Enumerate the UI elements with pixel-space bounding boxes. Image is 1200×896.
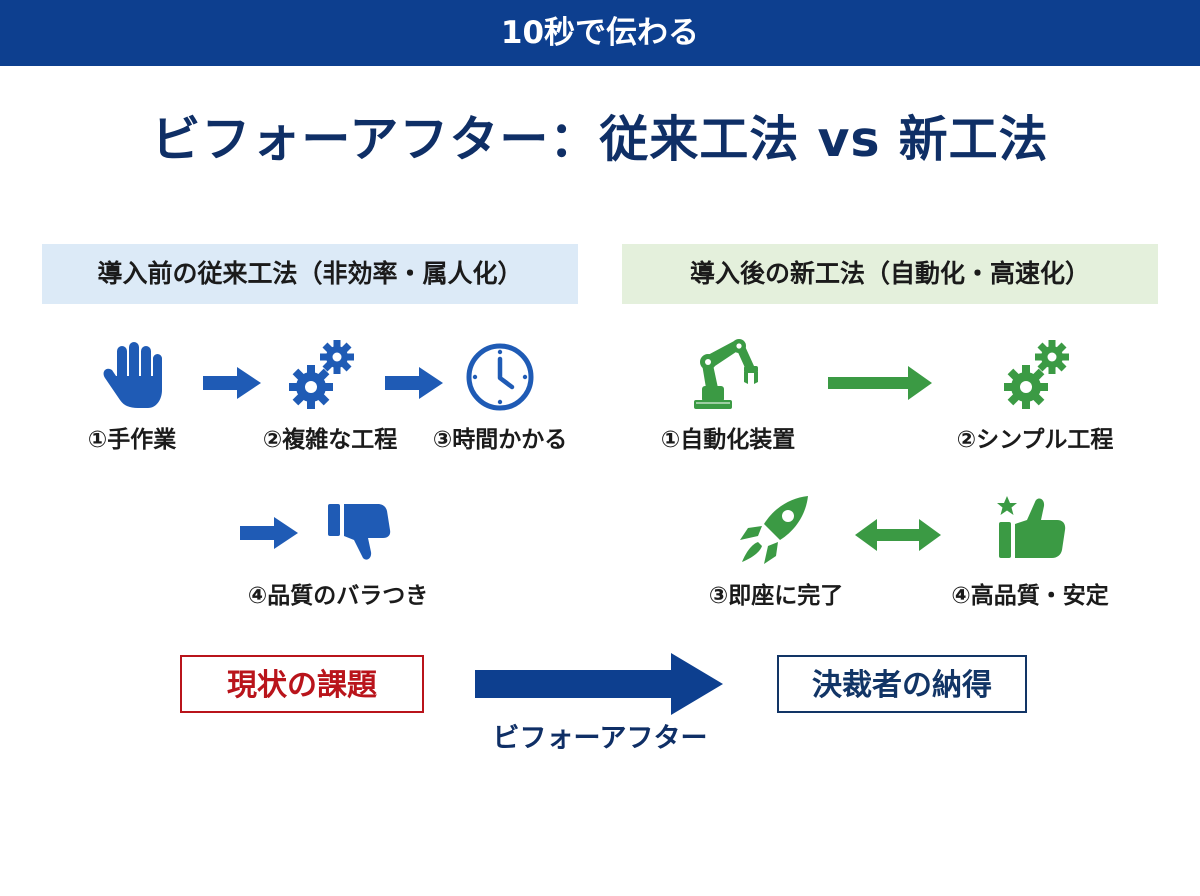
top-banner [0, 0, 1200, 66]
after-step-2-label: ②シンプル工程 [956, 427, 1114, 453]
arrow-right-icon [828, 366, 932, 400]
clock-icon [466, 343, 534, 411]
before-step-4-label: ④品質のバラつき [247, 583, 429, 609]
before-section-header: 導入前の従来工法（非効率・属人化） [42, 244, 578, 304]
thumbs-up-star-icon [997, 496, 1066, 558]
banner-text: 10秒で伝わる [500, 15, 700, 51]
arrow-right-icon [240, 517, 298, 549]
before-after-label: ビフォーアフター [492, 723, 708, 754]
after-section-header: 導入後の新工法（自動化・高速化） [622, 244, 1158, 304]
result-box: 決裁者の納得 [777, 655, 1027, 713]
page-title: ビフォーアフター：従来工法 vs 新工法 [151, 111, 1049, 168]
gears-icon [289, 340, 354, 409]
before-step-2-label: ②複雑な工程 [262, 427, 398, 453]
double-arrow-icon [855, 519, 941, 551]
after-step-3-label: ③即座に完了 [708, 583, 844, 609]
before-step-1-label: ①手作業 [87, 427, 177, 453]
big-arrow-right-icon [475, 653, 723, 715]
rocket-icon [740, 496, 808, 564]
problem-box: 現状の課題 [180, 655, 424, 713]
robot-arm-icon [694, 339, 758, 409]
gears-icon [1004, 340, 1069, 409]
thumbs-down-icon [328, 504, 391, 560]
arrow-right-icon [203, 367, 261, 399]
arrow-right-icon [385, 367, 443, 399]
after-step-4-label: ④高品質・安定 [951, 583, 1109, 609]
before-step-3-label: ③時間かかる [432, 427, 568, 453]
hand-icon [103, 342, 162, 408]
after-step-1-label: ①自動化装置 [660, 427, 796, 453]
